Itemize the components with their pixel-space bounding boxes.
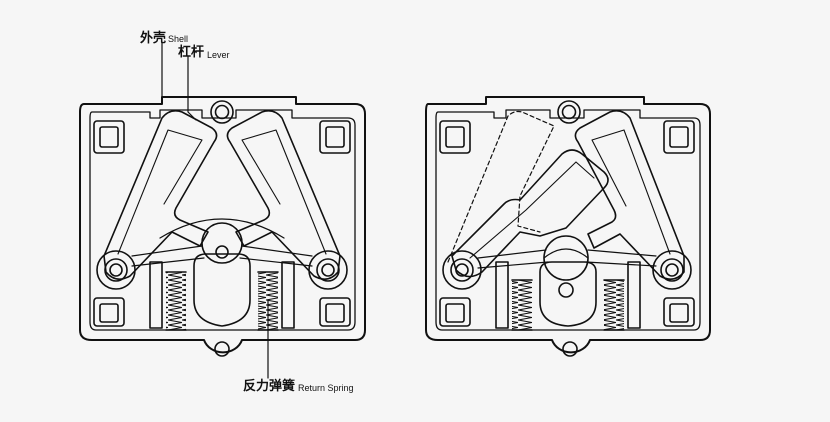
right-cam-block <box>539 261 597 327</box>
right-pivot-left <box>442 250 482 290</box>
right-lever-rest-position <box>447 110 555 263</box>
spring-label-en: Return Spring <box>298 383 354 393</box>
left-inner-wall <box>89 109 356 331</box>
right-shell-outline <box>425 96 711 354</box>
left-pivot-right <box>308 250 348 290</box>
left-cam-block <box>193 253 251 327</box>
right-pivot-right <box>652 250 692 290</box>
lever-label-zh: 杠杆 <box>178 45 205 60</box>
right-mechanism <box>425 96 711 357</box>
right-lever-a <box>451 149 609 278</box>
right-lever-b <box>574 110 685 280</box>
left-pivot-left <box>96 250 136 290</box>
left-actuator-disc <box>201 222 243 264</box>
left-lever-a <box>103 110 218 280</box>
left-mechanism <box>79 96 366 357</box>
right-inner-wall <box>435 109 701 331</box>
left-lever-b <box>226 110 341 280</box>
lever-label-en: Lever <box>207 50 230 60</box>
right-spring-left <box>512 280 532 330</box>
left-top-boss <box>210 100 234 124</box>
left-mount-hole <box>214 341 230 357</box>
right-actuator-disc <box>543 235 589 281</box>
shell-label-en: Shell <box>168 34 189 44</box>
spring-label-zh: 反力弹簧 <box>243 379 296 394</box>
leader-lines <box>161 41 269 379</box>
left-spring-left <box>166 272 186 330</box>
lever-leader-line <box>187 55 197 121</box>
right-spring-right <box>604 280 624 330</box>
shell-label-zh: 外壳 <box>140 31 167 46</box>
right-mount-hole <box>562 341 578 357</box>
left-shell-outline <box>79 96 366 354</box>
